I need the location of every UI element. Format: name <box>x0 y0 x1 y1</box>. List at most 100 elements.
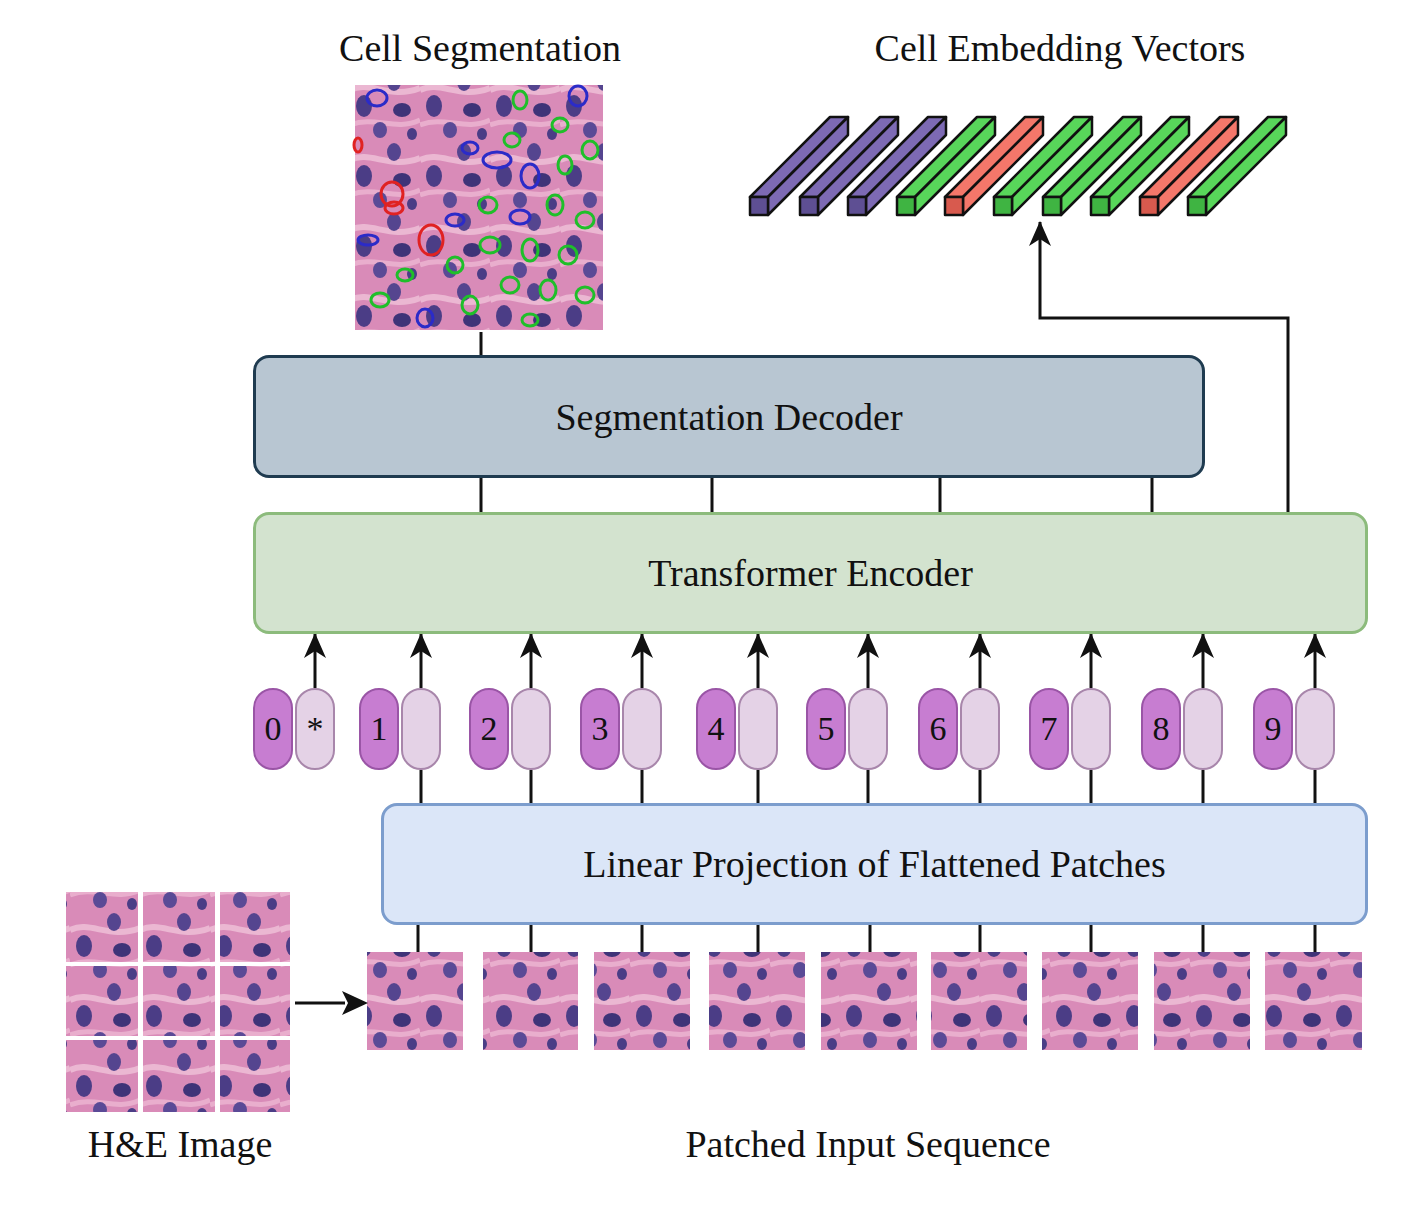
position-token: 9 <box>1253 688 1335 770</box>
illustration-part <box>594 952 690 1050</box>
position-index: 2 <box>481 710 498 748</box>
connector <box>757 634 760 688</box>
connector <box>480 478 483 512</box>
illustration-part <box>750 197 768 215</box>
class-token-mark: * <box>307 710 324 748</box>
illustration-part <box>521 164 539 188</box>
figure-label: H&E Image <box>50 1122 310 1166</box>
illustration-part <box>371 293 389 307</box>
illustration-part <box>1206 117 1286 215</box>
connector <box>1151 478 1154 512</box>
patch-embedding-pill <box>960 688 1000 770</box>
connector <box>1314 770 1317 803</box>
patch-embedding-pill <box>622 688 662 770</box>
illustration-part <box>558 156 572 174</box>
illustration-part <box>569 86 587 106</box>
position-index: 7 <box>1041 710 1058 748</box>
connector <box>1314 634 1317 688</box>
box-title: Linear Projection of Flattened Patches <box>583 842 1166 886</box>
illustration-part <box>510 210 530 224</box>
illustration-part <box>1091 197 1109 215</box>
patch-sequence <box>367 952 1362 1050</box>
illustration-part <box>143 892 215 962</box>
position-token: 4 <box>696 688 778 770</box>
position-index: 4 <box>708 710 725 748</box>
illustration-part <box>462 142 478 154</box>
illustration-part <box>1188 117 1286 215</box>
illustration-part <box>220 966 290 1036</box>
connector <box>641 770 644 803</box>
illustration-part <box>66 1040 138 1112</box>
connector <box>1202 634 1205 688</box>
position-number-pill: 5 <box>806 688 846 770</box>
position-index: 1 <box>371 710 388 748</box>
connector <box>480 332 483 355</box>
illustration-part <box>1314 925 1317 952</box>
illustration-part <box>1140 197 1158 215</box>
illustration-part <box>66 892 138 962</box>
box-title: Segmentation Decoder <box>555 395 902 439</box>
connector <box>867 770 870 803</box>
position-number-pill: 3 <box>580 688 620 770</box>
connector <box>939 478 942 512</box>
position-token: 5 <box>806 688 888 770</box>
illustration-part <box>447 257 463 273</box>
illustration-part <box>220 1040 290 1112</box>
position-index: 5 <box>818 710 835 748</box>
patch-embedding-pill: * <box>295 688 335 770</box>
position-number-pill: 6 <box>918 688 958 770</box>
illustration-part <box>354 86 598 327</box>
illustration-part <box>994 197 1012 215</box>
connector <box>1090 770 1093 803</box>
illustration-part <box>504 133 520 147</box>
illustration-part <box>800 197 818 215</box>
position-number-pill: 9 <box>1253 688 1293 770</box>
illustration-part <box>552 118 568 132</box>
illustration-part <box>354 138 362 152</box>
patch-embedding-pill <box>738 688 778 770</box>
position-index: 9 <box>1265 710 1282 748</box>
connector <box>1202 770 1205 803</box>
position-token: 2 <box>469 688 551 770</box>
illustration-part <box>757 925 760 952</box>
illustration-part <box>582 141 598 159</box>
connector <box>641 634 644 688</box>
illustration-part <box>446 214 464 226</box>
embedding-bars <box>750 117 1286 215</box>
illustration-part <box>483 952 578 1050</box>
illustration-part <box>897 197 915 215</box>
illustration-part <box>419 225 443 255</box>
connector <box>979 770 982 803</box>
illustration-part <box>559 246 577 264</box>
illustration-part <box>462 296 478 314</box>
illustration-part <box>1090 925 1093 952</box>
position-token: 1 <box>359 688 441 770</box>
position-number-pill: 0 <box>253 688 293 770</box>
illustration-part <box>1042 952 1138 1050</box>
illustration-part <box>979 925 982 952</box>
illustration-part <box>576 212 594 228</box>
position-token: 0* <box>253 688 335 770</box>
box-title: Transformer Encoder <box>648 551 973 595</box>
position-number-pill: 2 <box>469 688 509 770</box>
patch-embedding-pill <box>511 688 551 770</box>
embedding-output: Cell Embedding Vectors <box>800 22 1320 222</box>
illustration-part <box>1154 952 1250 1050</box>
illustration-part <box>143 1040 215 1112</box>
projection-box: Linear Projection of Flattened Patches <box>381 803 1368 925</box>
illustration-part <box>945 197 963 215</box>
illustration-part <box>869 925 872 952</box>
patch-embedding-pill <box>848 688 888 770</box>
position-number-pill: 7 <box>1029 688 1069 770</box>
connector <box>420 770 423 803</box>
illustration-part <box>848 197 866 215</box>
illustration-part <box>367 952 463 1050</box>
illustration-part <box>931 952 1027 1050</box>
illustration-part <box>821 952 917 1050</box>
illustration-part <box>1265 952 1362 1050</box>
illustration-part <box>385 202 403 214</box>
connector <box>979 634 982 688</box>
figure-label: Patched Input Sequence <box>618 1122 1118 1166</box>
illustration-part <box>576 287 594 303</box>
illustration-part <box>709 952 805 1050</box>
